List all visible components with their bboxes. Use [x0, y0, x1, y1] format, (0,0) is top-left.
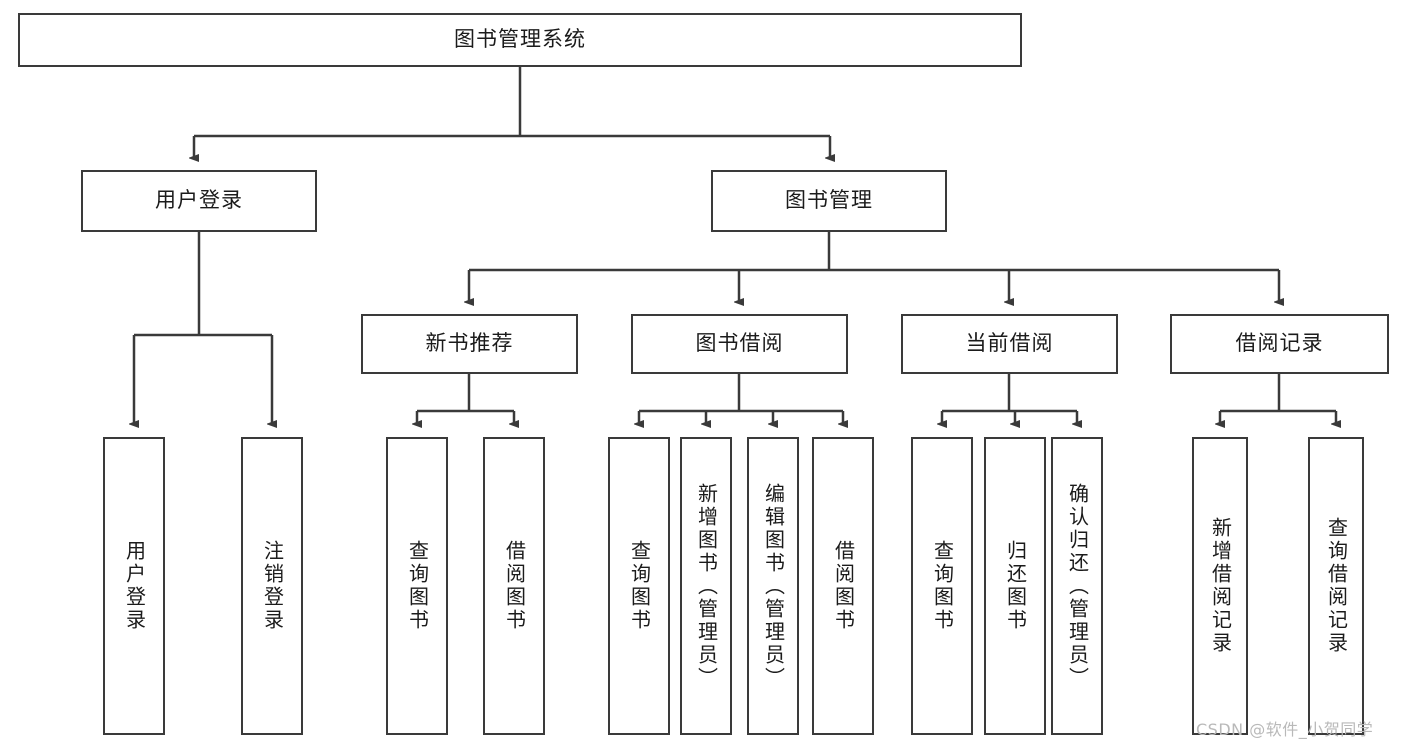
node-label: 用户登录 — [155, 188, 243, 213]
node-label: 编辑图书（管理员） — [761, 482, 786, 690]
node-label: 当前借阅 — [965, 331, 1054, 356]
node-label: 借阅图书 — [502, 540, 527, 632]
node-book-borrow[interactable]: 图书借阅 — [631, 314, 848, 374]
leaf-add-book-admin[interactable]: 新增图书（管理员） — [680, 437, 732, 735]
leaf-edit-book-admin[interactable]: 编辑图书（管理员） — [747, 437, 799, 735]
node-label: 新增借阅记录 — [1208, 517, 1233, 655]
leaf-logout[interactable]: 注销登录 — [241, 437, 303, 735]
leaf-borrow-book-recommend[interactable]: 借阅图书 — [483, 437, 545, 735]
leaf-user-login[interactable]: 用户登录 — [103, 437, 165, 735]
node-label: 借阅记录 — [1235, 331, 1324, 356]
leaf-borrow-book[interactable]: 借阅图书 — [812, 437, 874, 735]
node-label: 确认归还（管理员） — [1065, 482, 1090, 690]
leaf-add-borrow-record[interactable]: 新增借阅记录 — [1192, 437, 1248, 735]
node-label: 查询图书 — [405, 540, 430, 632]
node-root[interactable]: 图书管理系统 — [18, 13, 1022, 67]
node-current-borrow[interactable]: 当前借阅 — [901, 314, 1118, 374]
node-label: 查询借阅记录 — [1324, 517, 1349, 655]
csdn-watermark: CSDN @软件_小贺同学 — [1196, 720, 1374, 739]
node-new-book-recommend[interactable]: 新书推荐 — [361, 314, 578, 374]
node-label: 查询图书 — [627, 540, 652, 632]
node-label: 注销登录 — [260, 540, 285, 632]
node-book-management[interactable]: 图书管理 — [711, 170, 947, 232]
node-label: 新增图书（管理员） — [694, 482, 719, 690]
node-label: 查询图书 — [930, 540, 955, 632]
node-root-label: 图书管理系统 — [454, 27, 586, 52]
node-label: 借阅图书 — [831, 540, 856, 632]
leaf-query-book-current[interactable]: 查询图书 — [911, 437, 973, 735]
node-label: 归还图书 — [1003, 540, 1028, 632]
leaf-query-book-borrow[interactable]: 查询图书 — [608, 437, 670, 735]
node-label: 用户登录 — [122, 540, 147, 632]
leaf-confirm-return-admin[interactable]: 确认归还（管理员） — [1051, 437, 1103, 735]
node-label: 新书推荐 — [425, 331, 514, 356]
leaf-return-book[interactable]: 归还图书 — [984, 437, 1046, 735]
node-user-login[interactable]: 用户登录 — [81, 170, 317, 232]
node-label: 图书借阅 — [695, 331, 784, 356]
node-borrow-record[interactable]: 借阅记录 — [1170, 314, 1389, 374]
leaf-query-book-recommend[interactable]: 查询图书 — [386, 437, 448, 735]
leaf-query-borrow-record[interactable]: 查询借阅记录 — [1308, 437, 1364, 735]
node-label: 图书管理 — [785, 188, 873, 213]
